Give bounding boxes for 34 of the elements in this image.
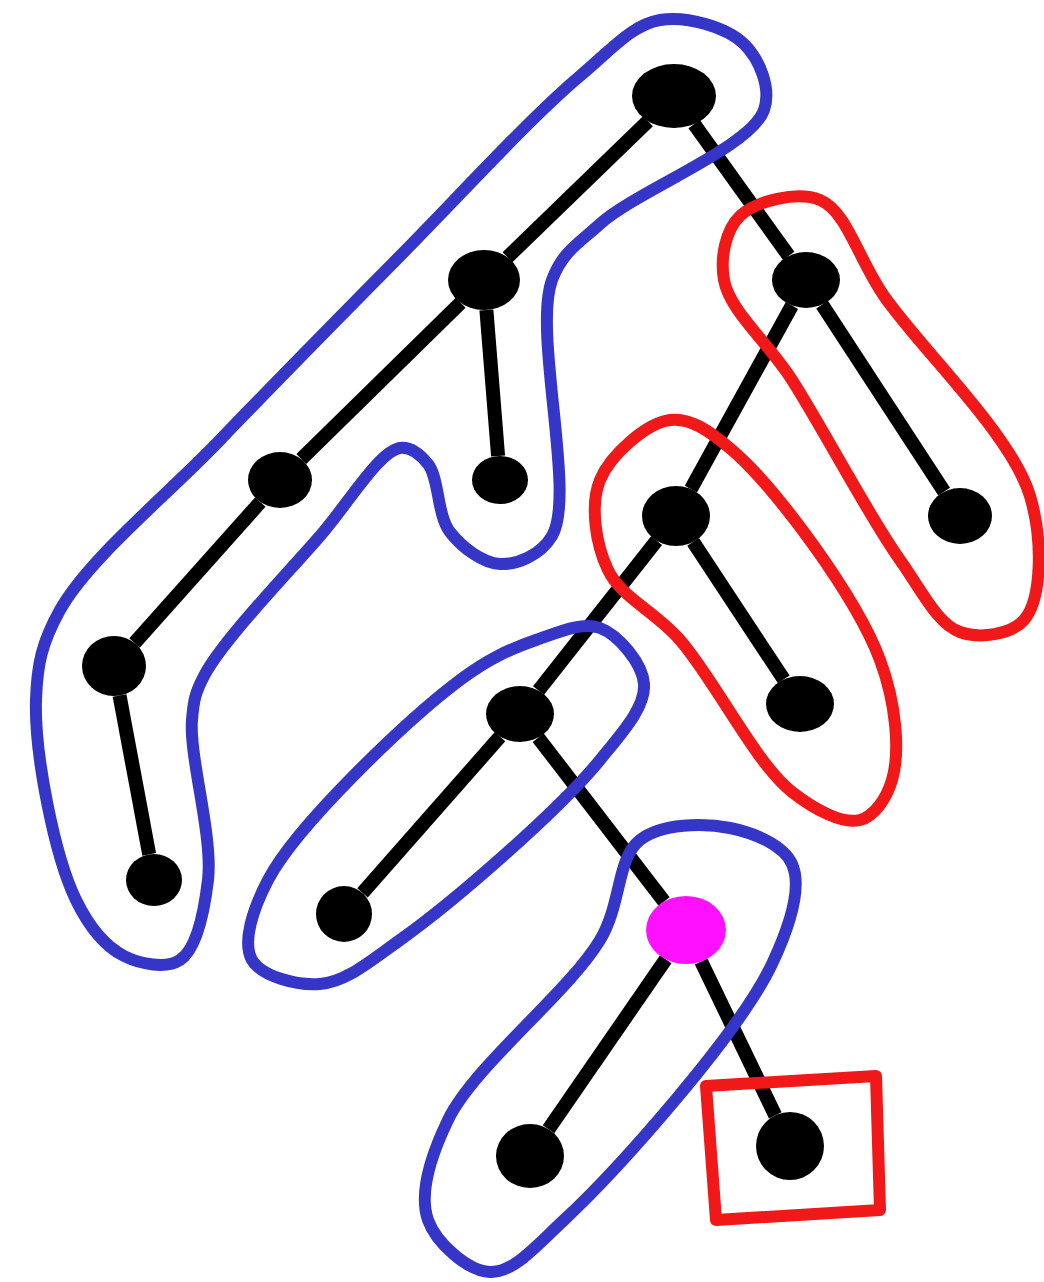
group-outline	[24, 8, 776, 972]
group-box	[694, 1064, 892, 1232]
tree-edge	[688, 120, 795, 260]
node-dot	[486, 686, 554, 742]
node-dot	[928, 488, 992, 544]
group-outline	[712, 188, 1042, 644]
node-dot	[496, 1124, 564, 1188]
group-outline	[588, 408, 904, 832]
tree-edge	[502, 116, 653, 263]
tree-edge	[112, 694, 157, 856]
group-outline	[240, 616, 656, 996]
tree-edge	[542, 955, 672, 1134]
tree-edge	[129, 497, 266, 648]
group-outline	[416, 816, 804, 1282]
tree-edge	[687, 538, 790, 684]
tree-edge	[533, 536, 663, 695]
node-dot	[248, 452, 312, 508]
node-dot	[472, 456, 528, 504]
node-dot	[448, 250, 520, 310]
node-dot	[632, 64, 716, 128]
node-dot	[642, 486, 710, 546]
tree-edge	[532, 733, 670, 906]
node-dot	[772, 252, 840, 308]
node-dot	[82, 636, 146, 696]
node-dot	[766, 676, 834, 732]
node-dot	[316, 886, 372, 942]
tree-edge	[816, 300, 950, 496]
highlighted-node-dot	[646, 896, 726, 964]
node-dot	[756, 1112, 824, 1180]
tree-edge	[479, 309, 506, 457]
tree-edge	[296, 297, 466, 465]
node-dot	[126, 854, 182, 906]
tree-edge	[357, 732, 506, 898]
tree-edge	[684, 302, 799, 493]
